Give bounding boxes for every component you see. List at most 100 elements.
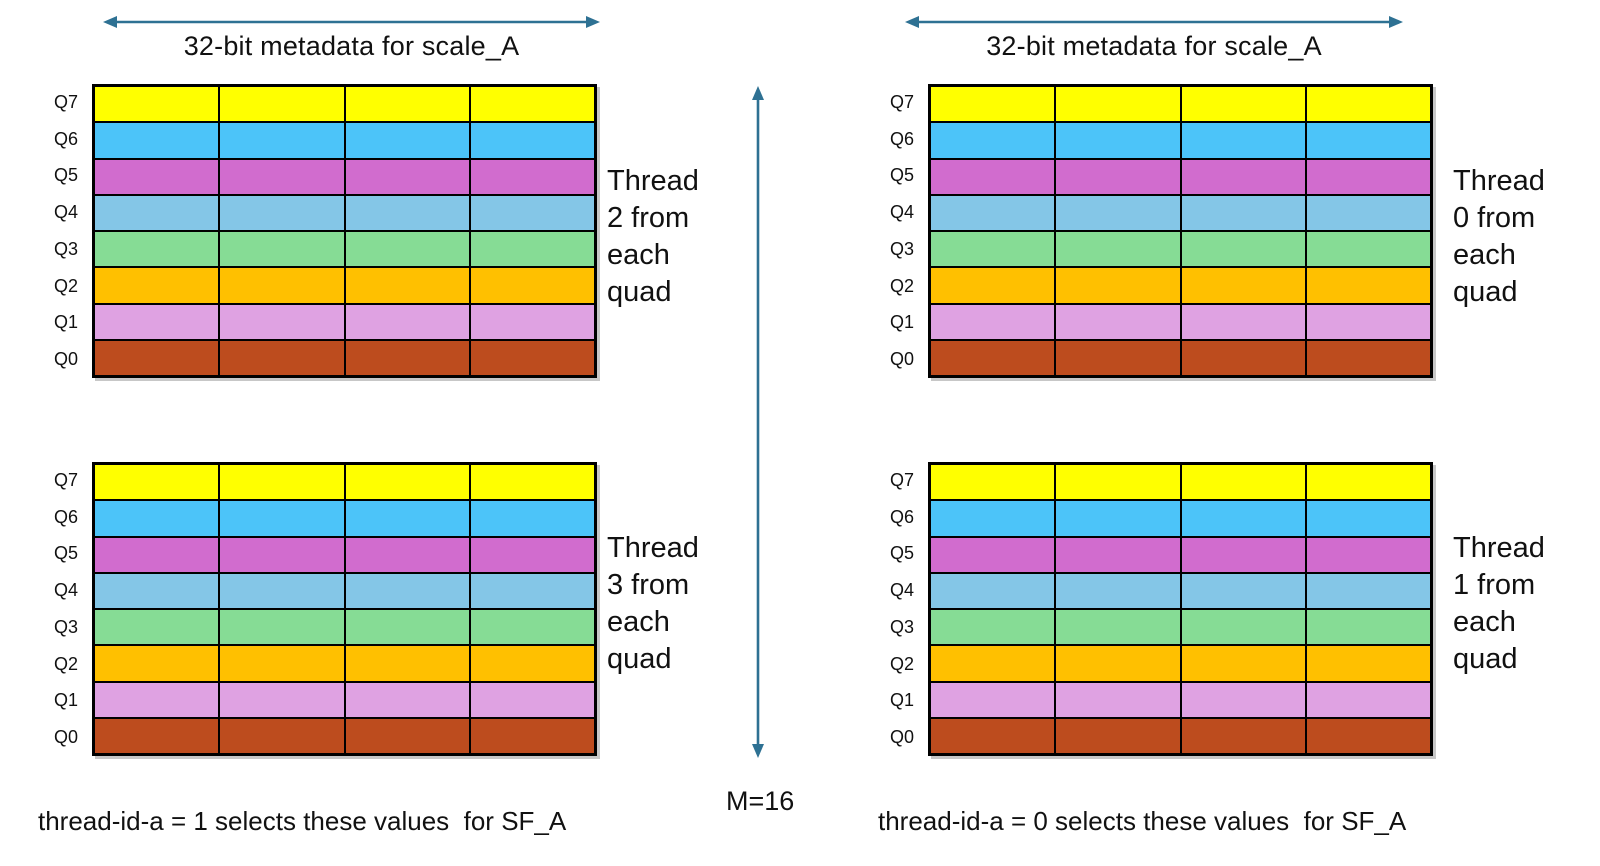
left-width-arrow: [103, 16, 600, 28]
metadata-cell: [1055, 609, 1181, 646]
metadata-cell: [469, 609, 595, 646]
metadata-cell: [94, 194, 220, 231]
metadata-row-q0: [94, 339, 595, 376]
metadata-row-q7: [930, 464, 1431, 501]
row-label-q6: Q6: [889, 506, 914, 527]
metadata-row-q2: [94, 645, 595, 682]
metadata-cell: [1305, 500, 1431, 537]
metadata-cell: [1180, 194, 1306, 231]
metadata-row-q6: [930, 500, 1431, 537]
metadata-cell: [1180, 303, 1306, 340]
row-label-q7: Q7: [53, 469, 78, 490]
metadata-row-q6: [94, 500, 595, 537]
metadata-cell: [1180, 717, 1306, 754]
metadata-cell: [219, 231, 345, 268]
row-label-q6: Q6: [53, 506, 78, 527]
metadata-cell: [1055, 194, 1181, 231]
row-label-q0: Q0: [53, 727, 78, 748]
metadata-cell: [469, 158, 595, 195]
metadata-cell: [1180, 681, 1306, 718]
metadata-cell: [344, 645, 470, 682]
metadata-row-q7: [94, 464, 595, 501]
metadata-grid: [928, 84, 1433, 378]
metadata-row-q7: [930, 86, 1431, 123]
metadata-row-q2: [930, 645, 1431, 682]
row-label-q1: Q1: [889, 312, 914, 333]
metadata-grid: [92, 84, 597, 378]
metadata-cell: [344, 339, 470, 376]
row-label-q2: Q2: [889, 275, 914, 296]
metadata-cell: [1305, 194, 1431, 231]
row-label-q3: Q3: [53, 238, 78, 259]
metadata-cell: [930, 267, 1056, 304]
metadata-cell: [1180, 86, 1306, 123]
metadata-row-q0: [930, 339, 1431, 376]
metadata-cell: [1305, 717, 1431, 754]
metadata-cell: [1055, 158, 1181, 195]
row-label-q1: Q1: [53, 312, 78, 333]
metadata-row-q4: [94, 194, 595, 231]
metadata-cell: [469, 536, 595, 573]
row-label-q4: Q4: [53, 202, 78, 223]
row-label-q5: Q5: [53, 543, 78, 564]
metadata-cell: [1305, 681, 1431, 718]
metadata-row-q4: [94, 572, 595, 609]
metadata-cell: [94, 122, 220, 159]
metadata-row-q0: [94, 717, 595, 754]
row-label-q6: Q6: [889, 128, 914, 149]
metadata-cell: [1180, 158, 1306, 195]
metadata-cell: [219, 536, 345, 573]
right-width-arrow: [905, 16, 1403, 28]
metadata-cell: [344, 609, 470, 646]
metadata-cell: [930, 194, 1056, 231]
metadata-cell: [94, 231, 220, 268]
metadata-cell: [469, 194, 595, 231]
metadata-cell: [219, 645, 345, 682]
metadata-cell: [344, 194, 470, 231]
metadata-cell: [930, 86, 1056, 123]
metadata-cell: [94, 536, 220, 573]
metadata-cell: [930, 303, 1056, 340]
metadata-cell: [1055, 303, 1181, 340]
row-label-q3: Q3: [889, 616, 914, 637]
metadata-row-q3: [930, 231, 1431, 268]
metadata-cell: [344, 464, 470, 501]
metadata-row-q3: [94, 231, 595, 268]
metadata-cell: [1305, 464, 1431, 501]
metadata-cell: [1180, 267, 1306, 304]
metadata-cell: [930, 536, 1056, 573]
metadata-cell: [219, 122, 345, 159]
metadata-row-q1: [94, 303, 595, 340]
metadata-cell: [1055, 339, 1181, 376]
metadata-cell: [1305, 645, 1431, 682]
metadata-cell: [1180, 464, 1306, 501]
left-title: 32-bit metadata for scale_A: [183, 31, 520, 61]
metadata-row-q1: [930, 303, 1431, 340]
metadata-cell: [219, 572, 345, 609]
metadata-cell: [1180, 500, 1306, 537]
m-dimension-label: M=16: [726, 786, 795, 816]
metadata-cell: [344, 717, 470, 754]
metadata-row-q6: [930, 122, 1431, 159]
row-label-q5: Q5: [53, 165, 78, 186]
metadata-cell: [930, 572, 1056, 609]
metadata-cell: [1180, 645, 1306, 682]
metadata-cell: [219, 86, 345, 123]
right-title: 32-bit metadata for scale_A: [986, 31, 1322, 61]
metadata-cell: [469, 122, 595, 159]
row-label-q5: Q5: [889, 165, 914, 186]
metadata-cell: [219, 464, 345, 501]
metadata-cell: [94, 267, 220, 304]
row-label-q3: Q3: [889, 238, 914, 259]
row-label-q7: Q7: [889, 91, 914, 112]
metadata-cell: [469, 464, 595, 501]
thread-note-right-top: Thread 0 from each quad: [1453, 165, 1545, 308]
metadata-cell: [1180, 536, 1306, 573]
metadata-cell: [469, 231, 595, 268]
metadata-cell: [930, 645, 1056, 682]
